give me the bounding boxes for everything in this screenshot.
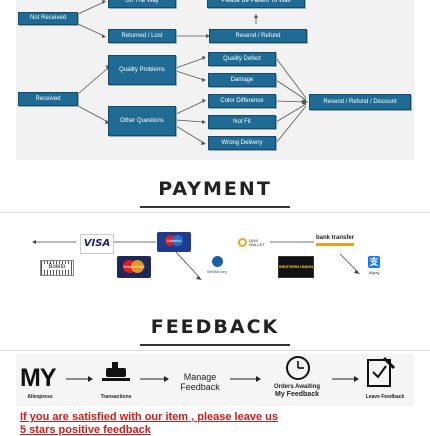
my-feedback-label: My Feedback: [275, 391, 319, 398]
qiwi-logo: QIWI WALLET: [238, 236, 272, 250]
be-patient-box: Please Be Patient To Wait: [207, 0, 305, 8]
qiwi-text: QIWI WALLET: [249, 238, 265, 247]
visa-text: VISA: [83, 238, 111, 249]
alipay-text: Alipay: [368, 270, 380, 275]
visa-logo: VISA: [80, 234, 114, 254]
bank-transfer-logo: bank transfer: [316, 235, 354, 249]
payment-divider: [140, 206, 290, 208]
on-the-way-box: On The Way: [108, 0, 176, 8]
webmoney-text: WebMoney: [206, 269, 228, 274]
damage-box: Damage: [208, 73, 276, 87]
payment-section-line: [0, 212, 430, 213]
bank-transfer-text: bank transfer: [316, 235, 355, 241]
feedback-section-line: [0, 350, 430, 351]
manage-feedback-label: Manage Feedback: [180, 372, 220, 392]
western-union-logo: WESTERN UNION: [278, 256, 314, 278]
other-questions-box: Other Questions: [108, 106, 176, 136]
satisfied-message-line1: If you are satisfied with our item , ple…: [20, 411, 278, 423]
bank-transfer-stripe: [316, 243, 354, 246]
transactions-label: Transactions: [100, 394, 132, 400]
received-box: Received: [18, 92, 78, 106]
resend-refund-box: Resend / Refund: [209, 29, 307, 43]
transactions-icon: [102, 362, 130, 381]
after-sales-flowchart: Not Received On The Way Please Be Patien…: [16, 0, 414, 160]
maestro-text: Maestro: [166, 238, 182, 243]
quality-problems-box: Quality Problems: [108, 55, 176, 85]
alipay-icon: 支: [368, 256, 380, 268]
quality-defect-box: Quality Defect: [208, 52, 276, 66]
maestro-blue-circle: [172, 235, 183, 246]
maestro-red-circle: [165, 235, 176, 246]
not-fit-box: Not Fit: [208, 115, 276, 129]
color-difference-box: Color Difference: [208, 94, 276, 108]
western-union-text: WESTERN UNION: [279, 264, 313, 269]
returned-lost-box: Returned / Lost: [108, 29, 176, 43]
feedback-heading: FEEDBACK: [150, 316, 280, 338]
qiwi-icon: [238, 238, 247, 247]
satisfied-message-line2: 5 stars positive feedback: [20, 424, 151, 436]
resend-refund-discount-box: Resend / Refund / Discount: [309, 94, 411, 110]
webmoney-logo: WebMoney: [204, 256, 230, 278]
payment-heading: PAYMENT: [158, 178, 272, 200]
aliexpress-label: Aliexpress: [27, 394, 53, 400]
mastercard-text: MasterCard: [123, 264, 145, 269]
boleto-logo: Boleto: [40, 260, 74, 276]
mastercard-yellow-circle: [131, 260, 144, 273]
payment-connectors: [32, 240, 360, 280]
maestro-logo: Maestro: [157, 232, 191, 252]
feedback-steps: MY Aliexpress: [16, 354, 414, 406]
alipay-logo: 支 Alipay: [364, 256, 384, 278]
clock-icon: [286, 356, 310, 380]
leave-feedback-icon: [367, 356, 396, 387]
boleto-text: Boleto: [43, 264, 71, 270]
feedback-divider: [140, 344, 290, 346]
webmoney-globe-icon: [212, 256, 223, 267]
orders-awaiting-label: Orders Awaiting: [273, 384, 320, 390]
my-text: MY: [20, 364, 56, 392]
mastercard-logo: MasterCard: [117, 256, 151, 278]
not-received-box: Not Received: [18, 12, 78, 25]
leave-feedback-label: Leave Feedback: [365, 394, 405, 400]
feedback-arrows: [66, 356, 396, 387]
wrong-delivery-box: Wrong Delivery: [208, 136, 276, 150]
flowchart-connectors: [77, 0, 308, 145]
